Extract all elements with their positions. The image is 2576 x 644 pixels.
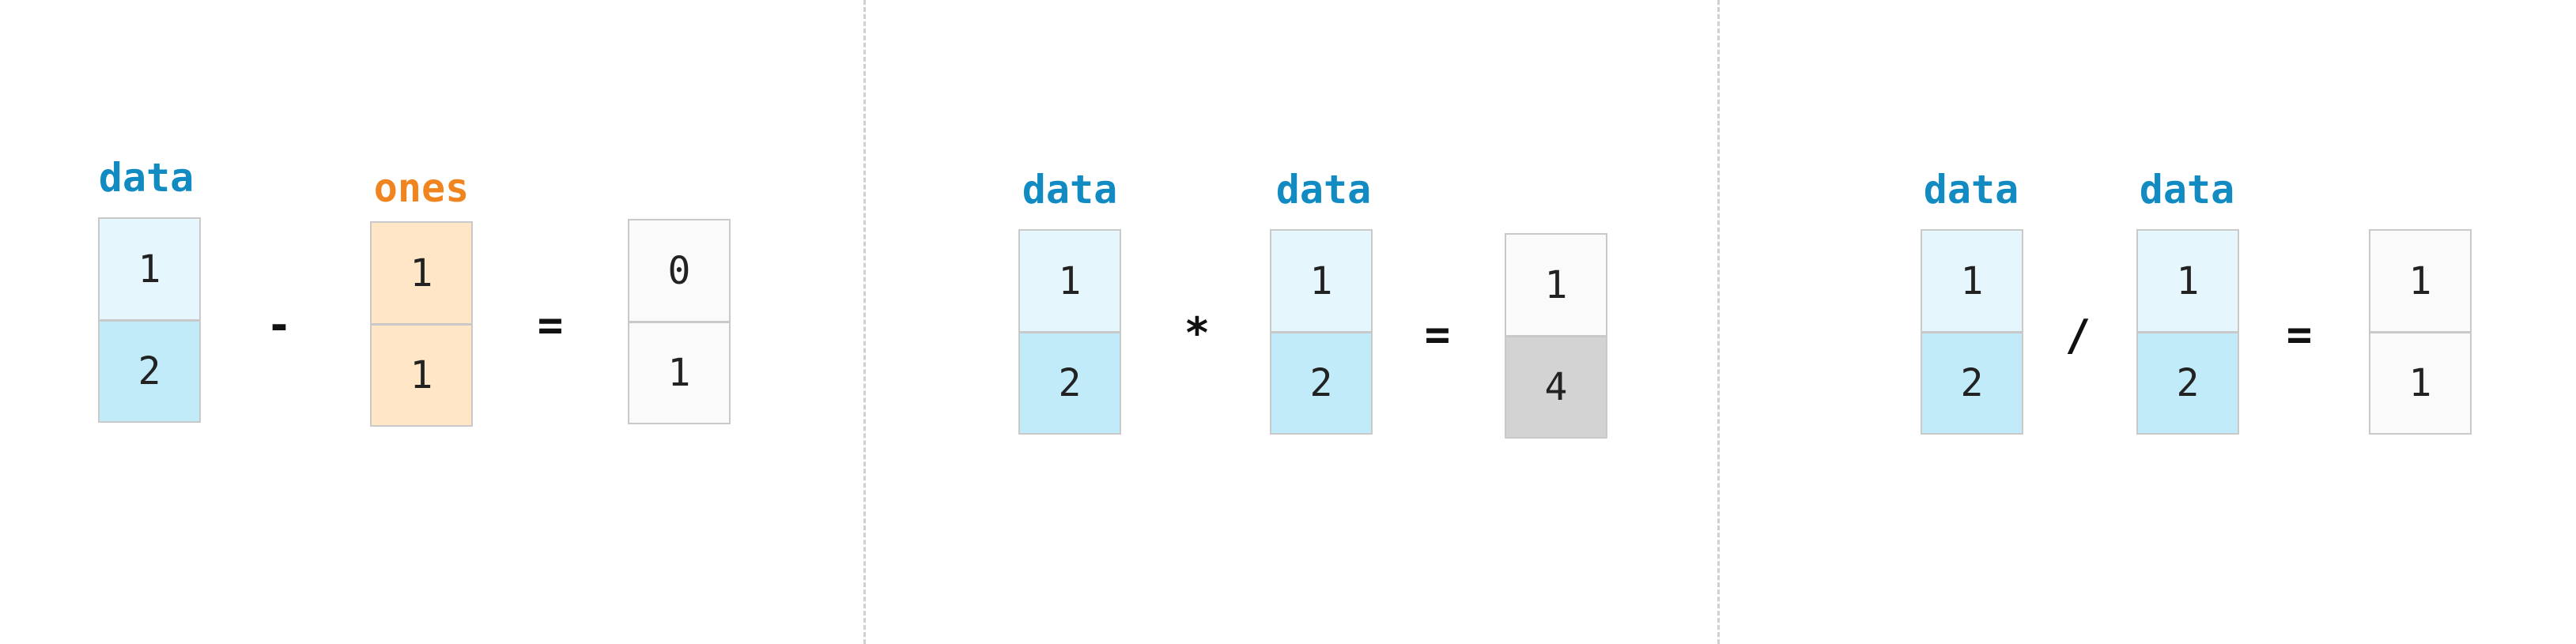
result-array-cell: 1 — [628, 322, 731, 424]
operator-multiply: * — [1184, 308, 1211, 358]
right-array-cell: 1 — [370, 221, 473, 324]
equals-sign: = — [537, 300, 564, 350]
panel-divider-1 — [863, 0, 866, 644]
left-array-label: data — [98, 155, 195, 201]
equals-sign: = — [1424, 310, 1451, 360]
right-array-cell: 2 — [1270, 332, 1373, 435]
result-array-cell: 0 — [628, 219, 731, 322]
panel-divider-2 — [1717, 0, 1720, 644]
left-array-cell: 2 — [1018, 332, 1121, 435]
operator-divide: / — [2064, 311, 2091, 360]
equals-sign: = — [2286, 310, 2313, 360]
right-array-cell: 1 — [2136, 229, 2239, 332]
left-array-cell: 2 — [1921, 332, 2023, 435]
left-array-label: data — [1022, 167, 1118, 213]
result-array-cell: 1 — [2369, 332, 2472, 435]
right-array-cell: 2 — [2136, 332, 2239, 435]
left-array-cell: 1 — [1018, 229, 1121, 332]
left-array-cell: 2 — [98, 320, 201, 423]
right-array-cell: 1 — [1270, 229, 1373, 332]
result-array-cell: 4 — [1505, 336, 1607, 439]
result-array-cell: 1 — [2369, 229, 2472, 332]
result-array-cell: 1 — [1505, 233, 1607, 336]
left-array-cell: 1 — [1921, 229, 2023, 332]
right-array-label: ones — [373, 165, 470, 211]
operator-minus: - — [266, 300, 293, 350]
left-array-cell: 1 — [98, 217, 201, 320]
right-array-label: data — [1275, 167, 1372, 213]
right-array-label: data — [2139, 167, 2235, 213]
right-array-cell: 1 — [370, 324, 473, 427]
left-array-label: data — [1923, 167, 2019, 213]
